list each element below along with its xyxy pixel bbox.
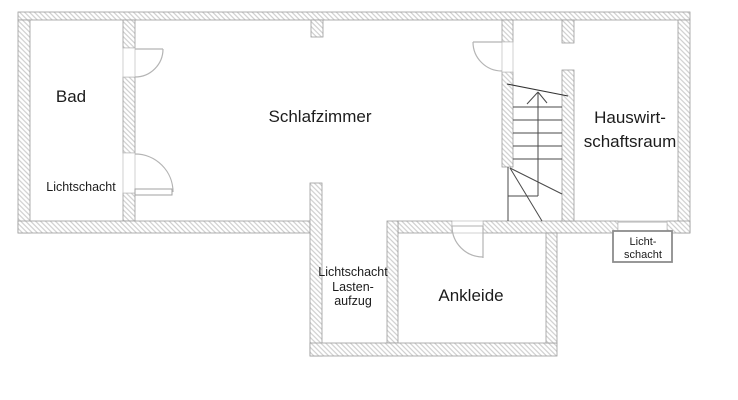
bad-door-lower [134,153,174,196]
door-swing-arc [472,41,503,72]
outer-left-wall [17,19,31,234]
doors [134,41,503,258]
door-opening [501,41,514,73]
ankleide-door [451,225,484,258]
stair-direction-arrow [526,91,548,196]
stairwell-right-wall-lower [561,69,575,222]
room-label-bad: Bad [56,87,86,106]
outer-right-wall [677,19,691,234]
annex-bottom-wall [309,342,558,357]
winder-line [509,167,543,222]
arrow-head [526,91,539,105]
top-wall-stub [310,19,324,38]
shaft-right-wall [386,220,399,344]
label-shaft-line3: aufzug [334,294,372,308]
winder-steps [507,167,563,222]
room-label-ankleide: Ankleide [438,286,503,305]
label-lichtschacht-box-line2: schacht [624,249,662,261]
bad-partition-wall-segment [122,76,136,154]
lichtschacht-box-outline [612,230,673,263]
outer-top-wall [17,11,691,21]
stair-cut-line [506,83,569,97]
bottom-wall-segment [17,220,311,234]
door-opening [451,220,484,234]
stairwell-door [472,41,503,72]
bad-partition-wall-segment [122,192,136,222]
bad-door-upper [134,48,164,78]
staircase [506,83,569,222]
door-swing-arc [134,48,164,78]
label-lichtschacht-box-line1: Licht- [630,236,657,248]
door-leaf [134,188,173,196]
door-opening [122,47,136,78]
label-shaft-line2: Lasten- [332,280,374,294]
room-label-schlafzimmer: Schlafzimmer [269,107,372,126]
bottom-wall-segment [482,220,619,234]
winder-line [509,167,563,195]
stairwell-left-wall-upper [501,19,514,43]
label-lichtschacht-bad: Lichtschacht [46,180,116,194]
bad-partition-wall-segment [122,19,136,49]
bottom-wall-segment [397,220,453,234]
door-opening [122,152,136,194]
arrow-head [537,91,548,104]
room-labels: Bad Lichtschacht Schlafzimmer Hauswirt- … [46,87,676,308]
label-shaft-line1: Lichtschacht [318,265,388,279]
walls [17,11,691,357]
room-label-hauswirtschaftsraum-line1: Hauswirt- [594,108,666,127]
door-swing-arc [451,225,484,258]
room-label-hauswirtschaftsraum-line2: schaftsraum [584,132,677,151]
stairwell-left-wall-lower [501,71,514,168]
stairwell-right-wall-upper [561,19,575,44]
lichtschacht-box: Licht- schacht [612,230,673,263]
door-swing-arc [134,153,174,193]
annex-right-wall [545,232,558,344]
